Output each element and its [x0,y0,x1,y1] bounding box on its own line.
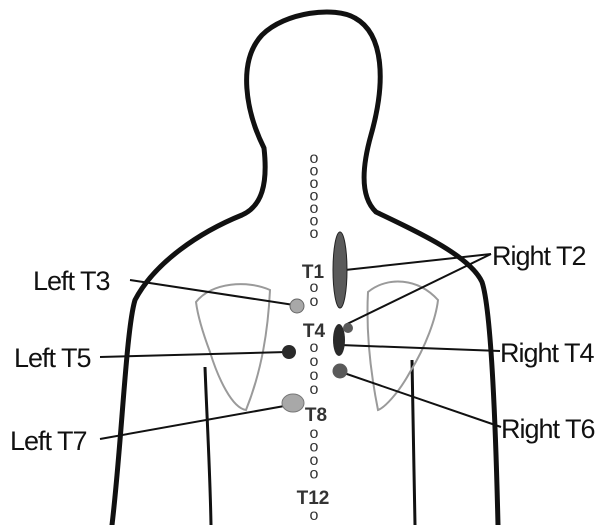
point-right-t4-upper [343,323,353,333]
point-right-t2 [333,232,347,308]
right-arm-line [412,360,415,525]
leader-right-t2-b [345,254,491,325]
leader-right-t6 [341,372,501,427]
label-left-t3: Left T3 [33,266,110,296]
point-left-t7 [282,394,304,412]
vertebra-label-t1: T1 [302,262,325,283]
vertebra-marker: o [310,225,319,242]
vertebra-label-t12: T12 [297,488,330,509]
vertebra-marker: o [310,507,319,524]
vertebra-marker: o [310,293,319,310]
label-right-t6: Right T6 [501,414,595,444]
leader-left-t7 [100,405,290,439]
vertebra-marker: o [310,466,319,483]
leader-right-t4 [340,345,500,351]
point-left-t3 [290,299,304,313]
point-left-t5 [282,345,296,359]
label-left-t7: Left T7 [10,426,87,456]
vertebra-label-t8: T8 [305,405,327,426]
label-left-t5: Left T5 [14,343,91,373]
vertebra-label-t4: T4 [303,321,326,342]
left-arm-line [205,367,211,525]
label-right-t2: Right T2 [492,241,586,271]
point-right-t6 [333,364,348,379]
label-right-t4: Right T4 [500,338,595,368]
vertebra-marker: o [310,381,319,398]
